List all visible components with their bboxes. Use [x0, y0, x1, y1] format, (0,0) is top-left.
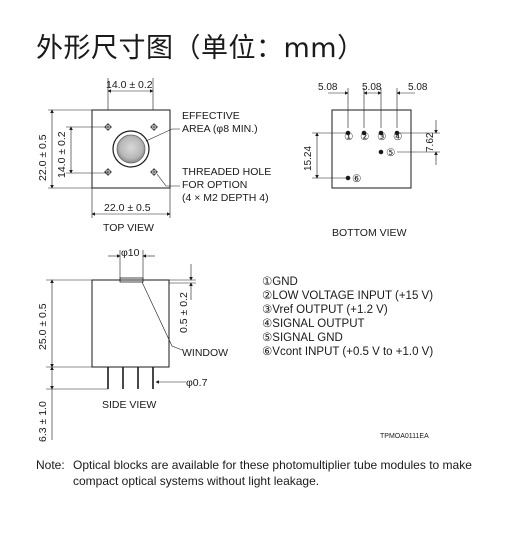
side-dim-window: φ10 [121, 247, 140, 259]
top-dim-left-22: 22.0 ± 0.5 [37, 134, 49, 181]
pin-number-1: ① [344, 131, 354, 143]
effective-area-label-1: EFFECTIVE [182, 110, 240, 122]
pin-number-6: ⑥ [352, 173, 362, 185]
bottom-view [312, 88, 440, 189]
threaded-hole-label-3: (4 × M2 DEPTH 4) [182, 192, 269, 204]
effective-area-lens [116, 134, 146, 164]
side-view-body [91, 279, 170, 368]
note-body: Optical blocks are available for these p… [73, 458, 472, 488]
threaded-hole-label-1: THREADED HOLE [182, 166, 271, 178]
window-label: WINDOW [182, 347, 228, 359]
pin-number-5: ⑤ [386, 147, 396, 159]
pin-6-label: ⑥Vcont INPUT (+0.5 V to +1.0 V) [262, 346, 434, 358]
threaded-holes [104, 123, 158, 176]
top-dim-left-14: 14.0 ± 0.2 [56, 131, 68, 178]
pin-diameter-label: φ0.7 [186, 377, 208, 389]
pin-5-label: ⑤SIGNAL GND [262, 332, 343, 344]
side-dim-0-5: 0.5 ± 0.2 [178, 292, 190, 333]
threaded-hole-label-2: FOR OPTION [182, 179, 247, 191]
side-view-caption: SIDE VIEW [102, 399, 156, 411]
pin-number-2: ② [360, 131, 370, 143]
top-view-caption: TOP VIEW [103, 222, 154, 234]
bottom-dim-3: 5.08 [408, 82, 428, 93]
pin-4-label: ④SIGNAL OUTPUT [262, 318, 365, 330]
bottom-dim-1: 5.08 [318, 82, 338, 93]
side-view [46, 250, 196, 440]
bottom-dim-15-24: 15.24 [303, 146, 314, 171]
pin-number-3: ③ [377, 131, 387, 143]
bottom-view-body [331, 109, 412, 189]
top-dim-14: 14.0 ± 0.2 [106, 79, 153, 91]
side-dim-25: 25.0 ± 0.5 [37, 303, 49, 350]
bottom-view-caption: BOTTOM VIEW [332, 227, 407, 239]
window-flange [119, 277, 144, 283]
drawing-code: TPMOA0111EA [380, 433, 429, 440]
pin-3-label: ③Vref OUTPUT (+1.2 V) [262, 304, 388, 316]
top-dim-22: 22.0 ± 0.5 [104, 202, 151, 214]
top-view-body [91, 109, 171, 189]
page-title: 外形尺寸图（单位：mm） [36, 33, 365, 64]
pin-number-4: ④ [393, 131, 403, 143]
note-head: Note: [36, 458, 65, 472]
bottom-dim-2: 5.08 [362, 82, 382, 93]
top-view [48, 78, 180, 218]
side-dim-6-3: 6.3 ± 1.0 [37, 401, 49, 442]
effective-area-outer [112, 130, 150, 168]
bottom-dim-7-62: 7.62 [425, 132, 436, 152]
pin-2-label: ②LOW VOLTAGE INPUT (+15 V) [262, 290, 434, 302]
note: Note: Optical blocks are available for t… [36, 457, 476, 489]
pin-1-label: ①GND [262, 276, 298, 288]
pin-assignment-list: ①GND ②LOW VOLTAGE INPUT (+15 V) ③Vref OU… [262, 275, 433, 359]
effective-area-label-2: AREA (φ8 MIN.) [182, 123, 258, 135]
